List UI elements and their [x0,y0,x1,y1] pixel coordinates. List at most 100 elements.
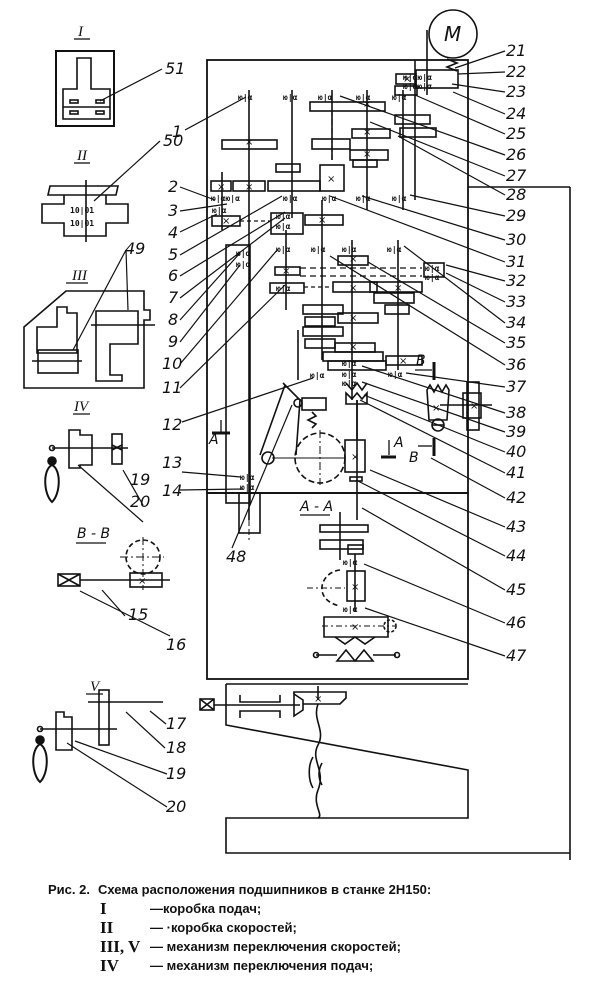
svg-text:×: × [282,266,290,277]
bearing-layout-diagram: × × × × × × × × × × × × × × × × × × × × … [23,9,571,860]
label-7: 7 [168,288,179,307]
svg-text:ю|α: ю|α [425,264,440,273]
svg-text:ю|α: ю|α [238,93,253,102]
section-title-I: I [77,24,84,40]
label-6: 6 [168,266,178,285]
motor-label: M [444,22,461,46]
svg-text:ю|α: ю|α [342,379,357,388]
section-title-III: III [71,268,88,284]
svg-text:×: × [399,356,407,367]
label-38: 38 [506,403,526,422]
svg-text:×: × [351,622,359,633]
svg-text:ю|α: ю|α [276,222,291,231]
inset-II-speed-box [41,162,129,242]
svg-text:×: × [314,694,322,705]
legend-key: I [100,899,107,918]
label-23: 23 [506,82,526,101]
label-10: 10 [162,354,182,373]
svg-text:ю|α: ю|α [311,245,326,254]
bearing-glyphs: ю|α ю|α ю|α ю|α ю|α ю|αю|α ю|α ю|α ю|α ю… [70,73,440,614]
svg-text:×: × [217,182,225,193]
label-9: 9 [168,332,178,351]
svg-text:ю|α: ю|α [392,93,407,102]
svg-text:ю|α: ю|α [283,194,298,203]
label-39: 39 [506,422,526,441]
svg-text:×: × [349,342,357,353]
svg-text:ю|α: ю|α [342,370,357,379]
svg-text:×: × [349,254,357,265]
arrow-label-A-left: A [208,432,219,448]
svg-text:ю|α: ю|α [283,93,298,102]
legend-desc: — ·коробка скоростей; [150,920,297,935]
label-20-IV: 20 [130,492,150,511]
label-12: 12 [162,415,182,434]
label-17: 17 [166,714,187,733]
legend-desc: — механизм переключения скоростей; [150,939,401,954]
svg-text:×: × [245,182,253,193]
svg-text:ю|α: ю|α [240,473,255,482]
svg-text:ю|α: ю|α [343,558,358,567]
section-title-A-A: A - A [299,499,333,515]
label-25: 25 [506,124,526,143]
svg-text:ю|α: ю|α [356,93,371,102]
label-8: 8 [168,310,178,329]
figure-title: Схема расположения подшипников в станке … [98,882,432,897]
svg-text:ю|α: ю|α [236,260,251,269]
label-29: 29 [506,206,526,225]
svg-text:ю|α: ю|α [425,273,440,282]
legend-item: I —коробка подач; [48,899,588,918]
label-2: 2 [168,177,178,196]
arrow-label-B-top: B [416,353,426,369]
label-35: 35 [506,333,526,352]
svg-text:ю|α: ю|α [342,245,357,254]
label-1: 1 [172,122,182,141]
label-15: 15 [128,605,148,624]
arrow-label-A-right: A [393,435,404,451]
legend-key: III, V [100,937,141,956]
svg-text:×: × [403,74,411,85]
svg-text:ю|αю|α: ю|αю|α [211,194,240,203]
svg-text:ю|α: ю|α [212,206,227,215]
svg-text:ю|α: ю|α [343,605,358,614]
svg-text:ю|α: ю|α [342,359,357,368]
caption-title-row: Рис. 2. Схема расположения подшипников в… [48,880,588,899]
label-32: 32 [506,271,526,290]
label-46: 46 [506,613,526,632]
gear-train [210,30,459,540]
label-40: 40 [506,442,526,461]
label-3: 3 [168,201,178,220]
svg-text:×: × [351,452,359,463]
svg-text:×: × [349,283,357,294]
svg-text:ю|αю|α: ю|αю|α [403,73,432,82]
svg-text:ю|α: ю|α [322,194,337,203]
legend-item: II — ·коробка скоростей; [48,918,588,937]
motor [428,9,478,72]
label-37: 37 [506,377,527,396]
inset-IV-feed-switch [44,413,128,504]
label-11: 11 [162,378,182,397]
section-title-IV: IV [73,399,90,415]
svg-text:ю|α: ю|α [276,212,291,221]
svg-text:ю|α: ю|α [236,249,251,258]
svg-text:ю|α: ю|α [276,284,291,293]
machine-housing [206,59,571,860]
inset-III-speed-switch [23,282,155,389]
label-50: 50 [163,131,183,150]
svg-text:×: × [363,149,371,160]
inset-I-feed-box [55,38,115,127]
svg-text:×: × [351,582,359,593]
label-45: 45 [506,580,526,599]
svg-text:ю|α: ю|α [240,483,255,492]
label-21: 21 [506,41,526,60]
section-title-B-B: B - B [77,526,110,542]
figure-caption: Рис. 2. Схема расположения подшипников в… [48,880,588,975]
label-48: 48 [226,547,246,566]
label-18: 18 [166,738,186,757]
svg-text:ю|αю|α: ю|αю|α [403,82,432,91]
label-33: 33 [506,292,526,311]
figure-number: Рис. 2. [48,882,90,897]
section-B-B [57,537,170,590]
leader-lines [66,50,506,808]
svg-text:ю|α: ю|α [276,245,291,254]
svg-text:×: × [363,127,371,138]
